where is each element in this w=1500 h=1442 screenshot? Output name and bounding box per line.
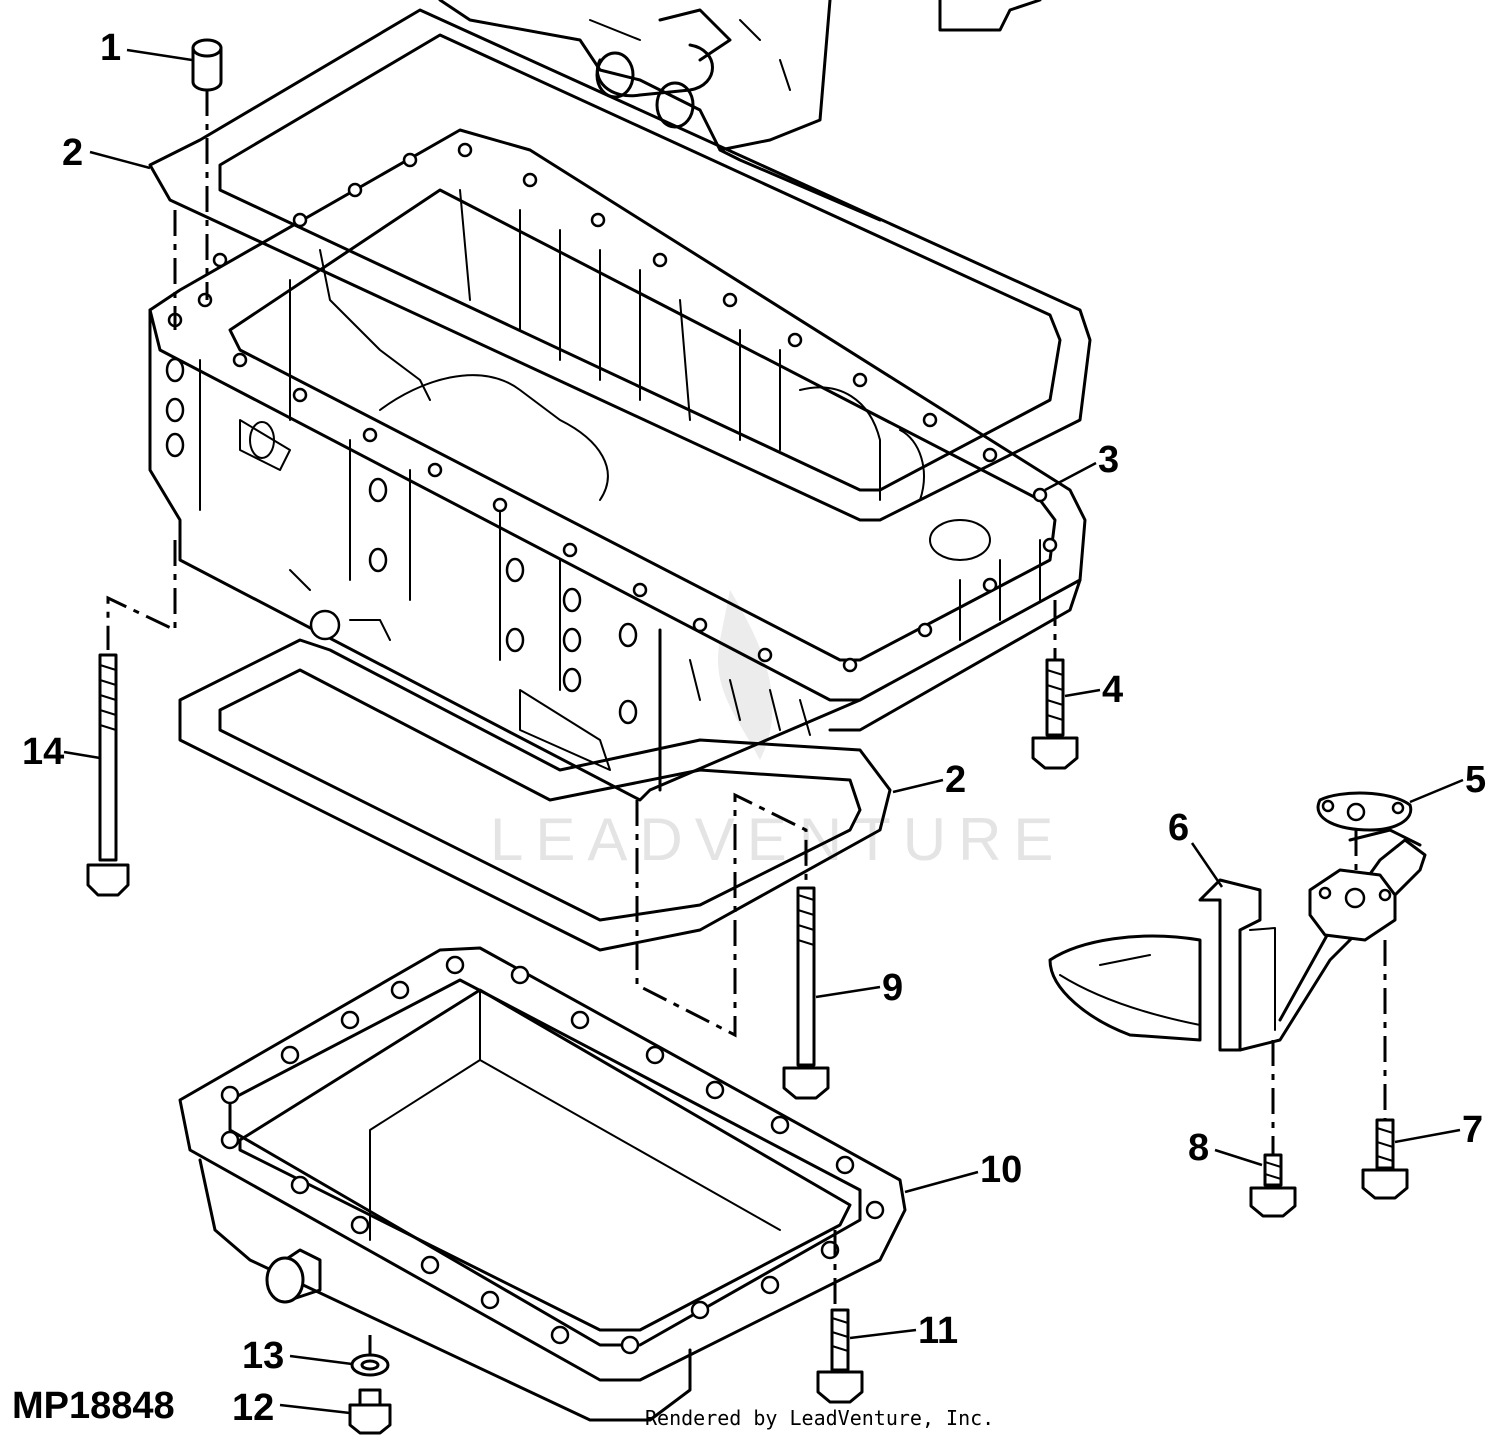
callout-label: 10 [980, 1149, 1022, 1191]
callout-label: 3 [1098, 439, 1119, 481]
callout-label: 2 [62, 132, 83, 174]
callout-5: 5 [1409, 759, 1486, 804]
callout-11: 11 [849, 1310, 958, 1352]
callout-label: 4 [1102, 669, 1123, 711]
callout-label: 5 [1465, 759, 1486, 801]
callout-3: 3 [1044, 439, 1119, 492]
callout-label: 1 [100, 27, 121, 69]
callout-8: 8 [1188, 1127, 1263, 1169]
callout-label: 8 [1188, 1127, 1209, 1169]
callout-label: 2 [945, 759, 966, 801]
oil-pan [178, 946, 907, 1422]
callout-12: 12 [232, 1387, 351, 1429]
callout-9: 9 [815, 967, 903, 1009]
callout-label: 6 [1168, 807, 1189, 849]
oil-pickup-tube [1048, 828, 1427, 1052]
callout-4: 4 [1064, 669, 1123, 711]
callout-2-upper-gasket: 2 [62, 132, 151, 174]
upper-gasket [148, 8, 1092, 522]
housing-holes [165, 142, 1058, 725]
oil-pan-holes [220, 955, 885, 1355]
bolt-7 [1361, 1118, 1409, 1200]
callout-label: 11 [918, 1310, 958, 1352]
callout-1: 1 [100, 27, 193, 69]
callout-label: 14 [22, 731, 64, 773]
figure-id: MP18848 [12, 1385, 175, 1427]
alignment-lines [106, 90, 1387, 1355]
lower-gasket [178, 638, 892, 952]
dowel-pin [191, 38, 223, 92]
callout-label: 7 [1462, 1109, 1483, 1151]
bolt-4 [1031, 658, 1079, 770]
callout-label: 13 [242, 1335, 284, 1377]
pickup-gasket [1316, 791, 1413, 832]
washer-13 [350, 1353, 390, 1377]
callout-label: 12 [232, 1387, 274, 1429]
callout-2-lower-gasket: 2 [892, 759, 966, 801]
bolt-14 [86, 653, 130, 897]
engine-block [438, 0, 1042, 222]
callout-7: 7 [1394, 1109, 1483, 1151]
watermark-logo: LEADVENTURE [490, 590, 1065, 873]
callout-6: 6 [1168, 807, 1224, 888]
upper-oil-pan-housing [148, 128, 1087, 802]
callouts: 1 2 3 4 2 5 6 7 [22, 27, 1486, 1429]
callout-14: 14 [22, 731, 101, 773]
bolt-8 [1249, 1153, 1297, 1218]
callout-10: 10 [904, 1149, 1022, 1194]
bolt-11 [816, 1308, 864, 1404]
callout-label: 9 [882, 967, 903, 1009]
bolt-9 [782, 886, 830, 1100]
watermark-text: LEADVENTURE [490, 806, 1065, 873]
render-credit: Rendered by LeadVenture, Inc. [645, 1406, 994, 1430]
drain-plug-12 [348, 1388, 392, 1435]
callout-13: 13 [242, 1335, 353, 1377]
